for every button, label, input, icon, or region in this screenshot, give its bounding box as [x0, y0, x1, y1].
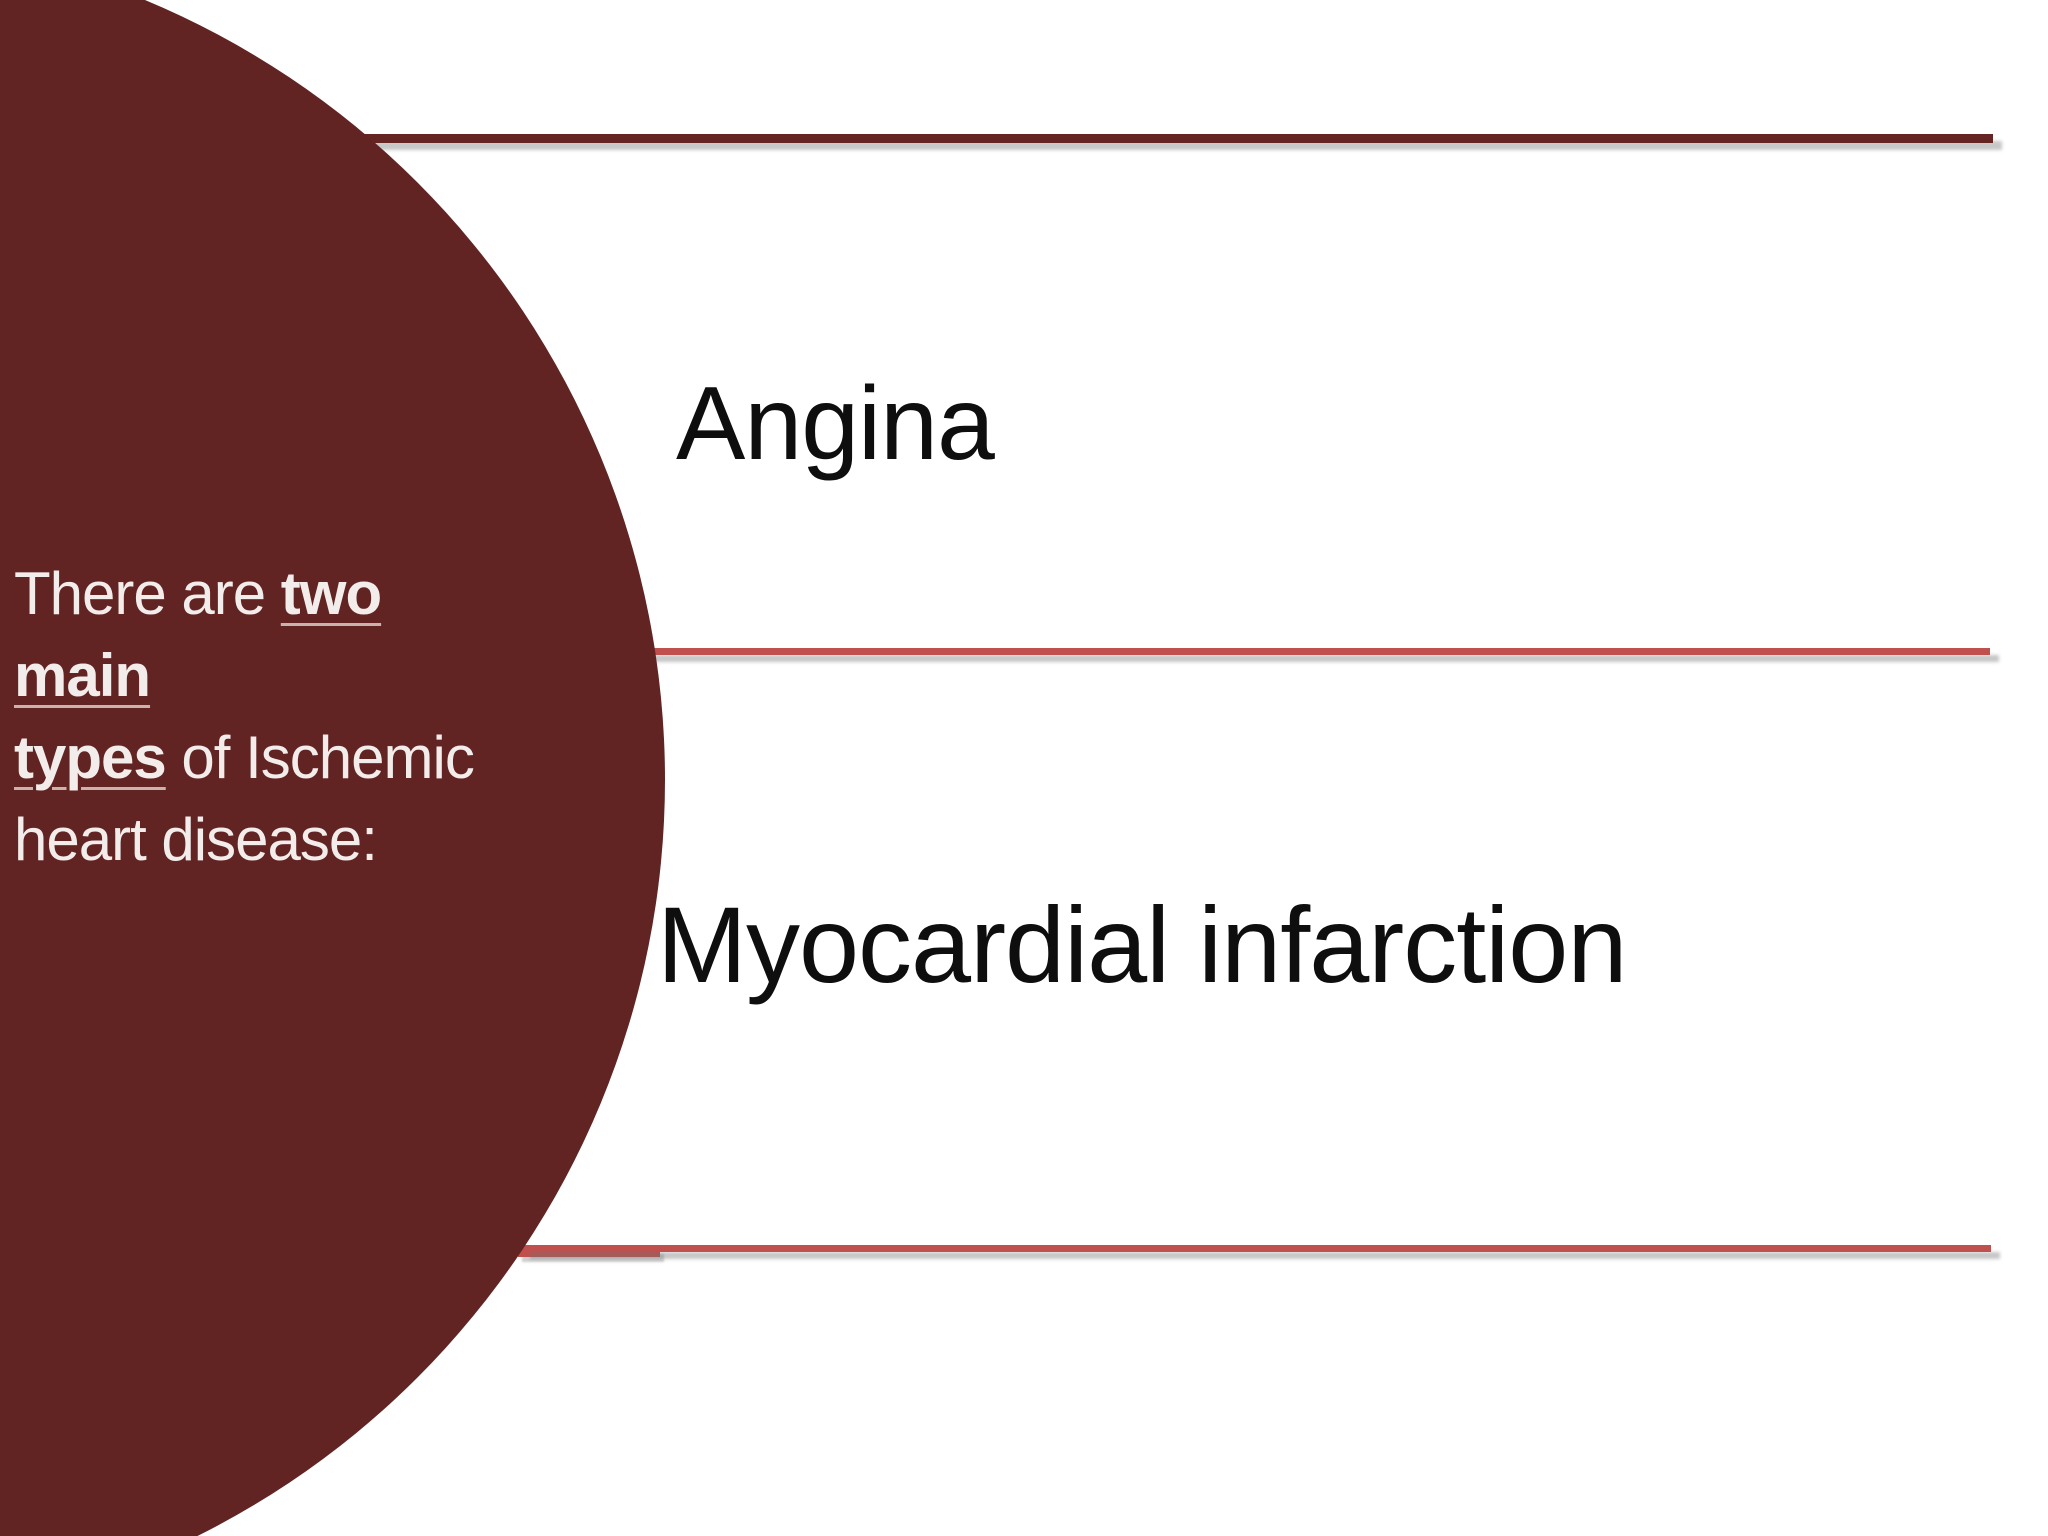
list-item-angina: Angina — [676, 366, 995, 482]
intro-line-3: heart disease: — [14, 799, 514, 881]
intro-text: There are two main types of Ischemic hea… — [14, 553, 514, 881]
middle-divider-line — [600, 648, 1990, 655]
intro-line-1: There are two main — [14, 553, 514, 717]
intro-line3-normal: heart disease: — [14, 806, 378, 873]
intro-line1-normal: There are — [14, 560, 281, 627]
intro-line2-normal: of Ischemic — [165, 724, 474, 791]
intro-line1-emphasis: two main — [14, 560, 382, 709]
bottom-divider-line — [521, 1245, 1991, 1252]
intro-line-2: types of Ischemic — [14, 717, 514, 799]
top-divider-line — [300, 134, 1993, 143]
bottom-divider-line-cap — [518, 1249, 660, 1257]
intro-line2-emphasis: types — [14, 724, 167, 791]
list-item-myocardial-infarction: Myocardial infarction — [657, 884, 1627, 1005]
